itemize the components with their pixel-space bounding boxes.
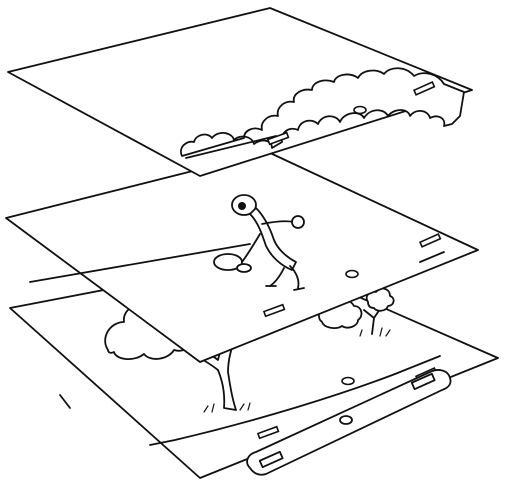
grass-big-tree	[203, 402, 251, 413]
peg-hole-bottom-1	[256, 425, 280, 440]
road-line-upper	[149, 355, 441, 446]
road-line-lower	[59, 394, 71, 409]
figure-hand-back	[291, 215, 305, 229]
peg-hole-middle-1	[262, 303, 286, 318]
walking-figure	[213, 194, 305, 291]
grass-small-tree	[359, 327, 391, 337]
figure-foot-back	[293, 287, 305, 291]
peg-bar-peg-right	[410, 372, 436, 391]
figure-leg-front	[269, 267, 285, 287]
figure-hand-front	[213, 253, 243, 271]
bushes-top	[180, 67, 465, 157]
figure-eye	[238, 202, 246, 210]
peg-hole-bottom-round	[341, 376, 355, 386]
middle-sheet-outline	[5, 151, 479, 363]
peg-hole-middle-2	[418, 233, 442, 248]
middle-cel-sheet	[5, 151, 479, 363]
peg-hole-middle-round	[345, 269, 359, 279]
figure-arm-front	[241, 233, 261, 263]
top-cel-sheet	[7, 7, 473, 177]
figure-leg-back	[289, 265, 300, 289]
peg-bar-peg-round	[339, 415, 353, 425]
middle-ground-line	[29, 243, 251, 283]
peg-hole-top-1	[266, 131, 290, 146]
middle-ground-line-2	[419, 251, 445, 263]
figure-thumb-front	[236, 263, 252, 273]
top-sheet-outline	[7, 7, 473, 177]
peg-bar-peg-left	[258, 450, 284, 469]
peg-hole-top-2	[412, 81, 436, 96]
peg-hole-top-round	[353, 105, 367, 115]
peg-bar	[246, 369, 452, 476]
bushes-base-line	[185, 135, 277, 159]
